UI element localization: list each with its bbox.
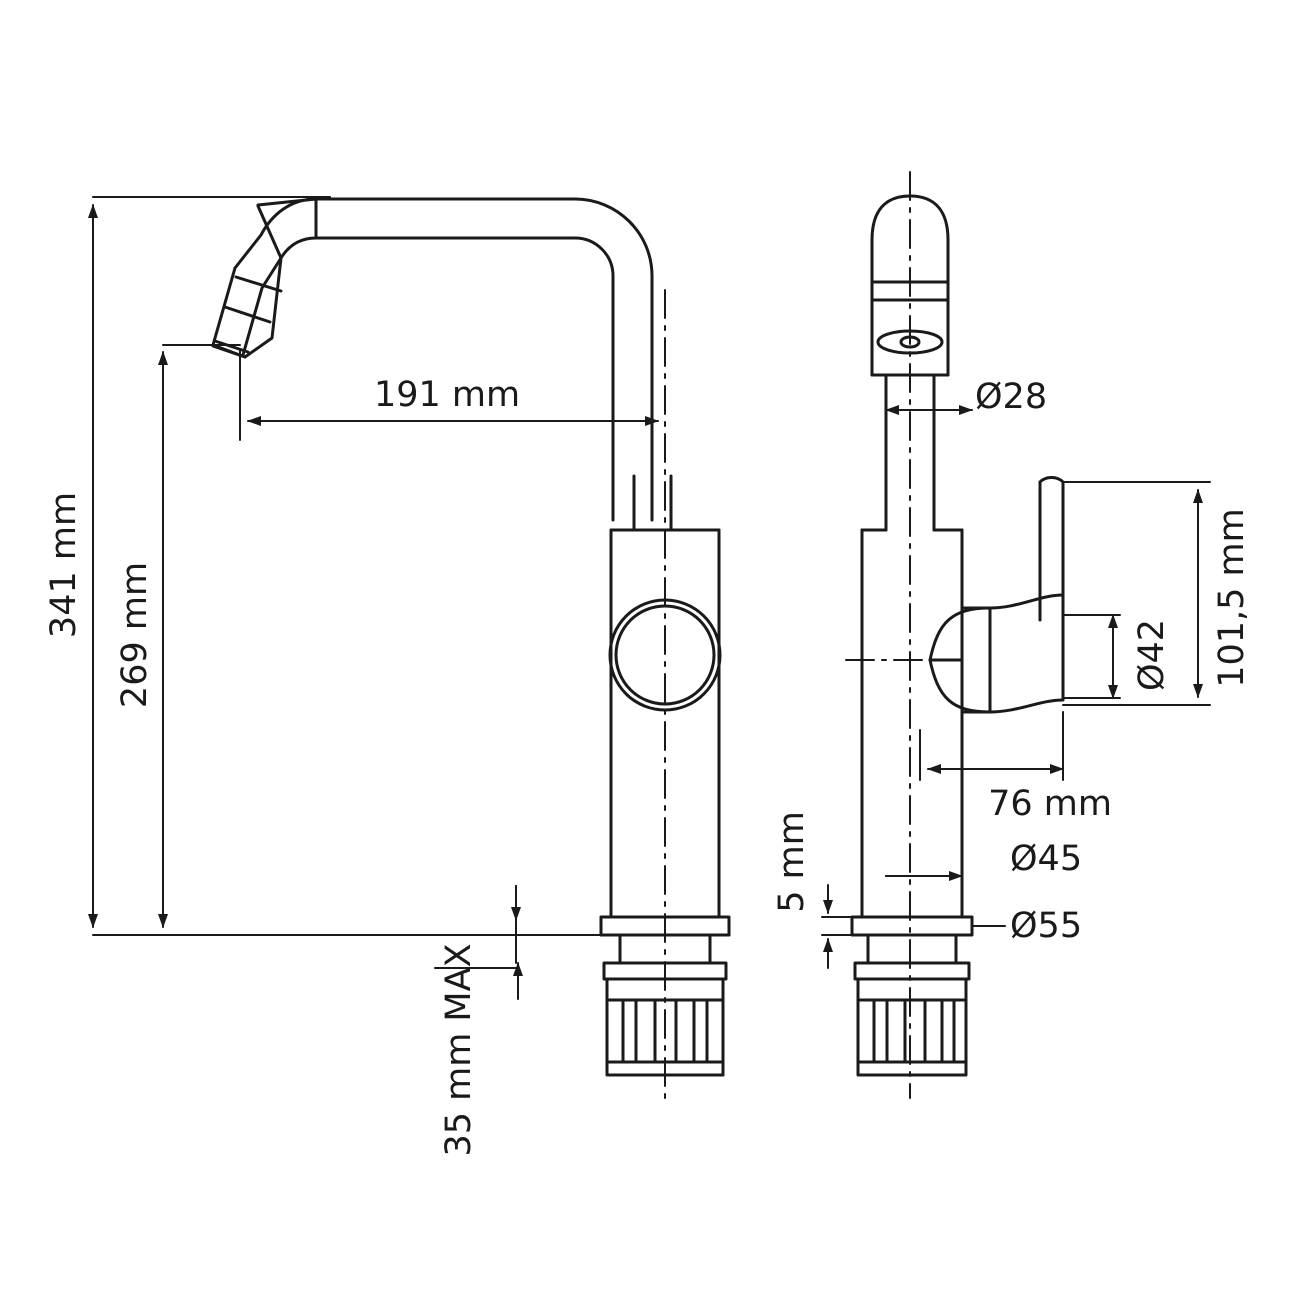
side-view-centerline xyxy=(845,171,936,1099)
front-view xyxy=(211,197,731,1077)
dim-base-thickness: 5 mm xyxy=(772,811,812,913)
dim-total-height: 341 mm xyxy=(44,492,84,638)
dim-handle-offset: Ø42 xyxy=(1132,619,1172,691)
dim-spout-diameter: Ø28 xyxy=(975,377,1047,417)
dim-mount-thickness: 35 mm MAX xyxy=(439,943,479,1156)
dim-handle-reach: 76 mm xyxy=(988,784,1112,824)
dim-spout-reach: 191 mm xyxy=(374,375,520,415)
dim-flange-diameter: Ø55 xyxy=(1010,906,1082,946)
dim-handle-height: 101,5 mm xyxy=(1212,508,1252,688)
dim-body-diameter: Ø45 xyxy=(1010,839,1082,879)
dimension-lines xyxy=(88,196,1211,1000)
dim-spout-height: 269 mm xyxy=(115,562,155,708)
